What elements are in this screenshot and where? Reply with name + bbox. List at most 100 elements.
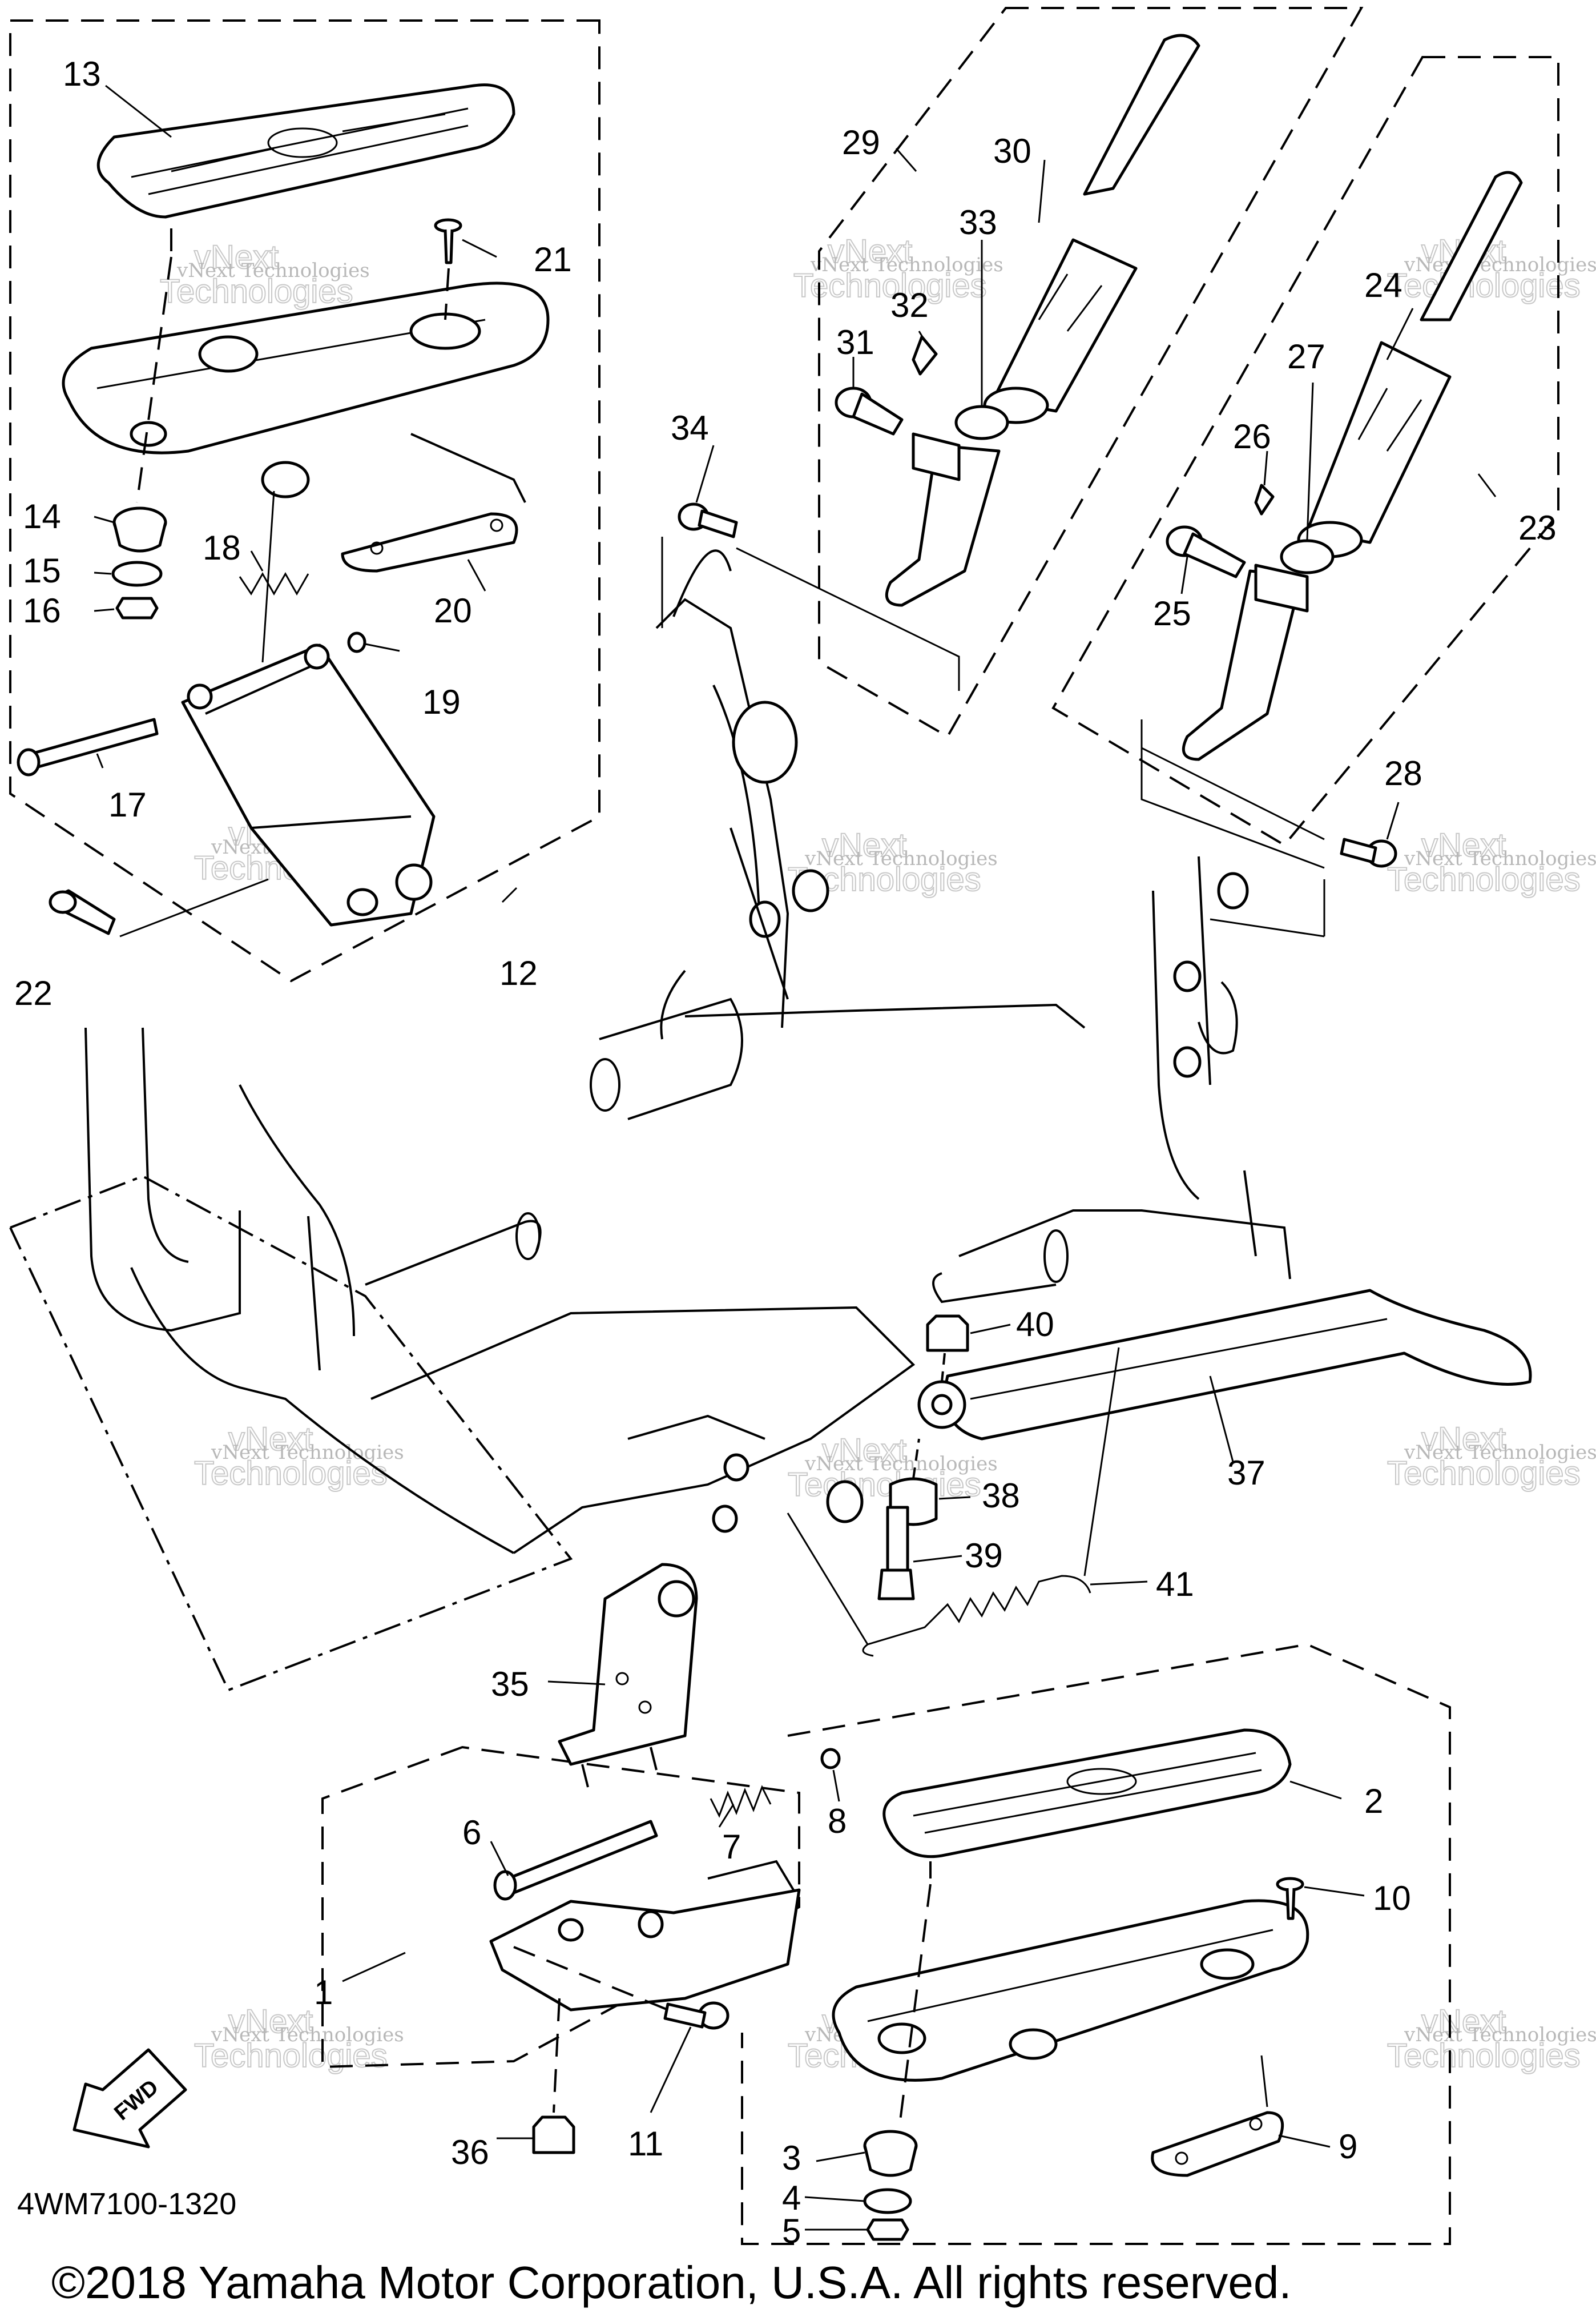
svg-text:vNext Technologies: vNext Technologies (176, 259, 370, 282)
callout-5: 5 (782, 2212, 801, 2250)
svg-text:Technologies: Technologies (1387, 861, 1581, 898)
callout-34: 34 (671, 409, 709, 447)
callout-4: 4 (782, 2179, 801, 2217)
callout-26: 26 (1233, 417, 1271, 456)
leader-21 (444, 268, 450, 320)
callout-14: 14 (23, 497, 61, 536)
part-16-nut (115, 597, 159, 620)
part-6-pin (493, 1820, 658, 1901)
callout-24: 24 (1364, 266, 1402, 304)
svg-text:Technologies: Technologies (1387, 1455, 1581, 1492)
part-26-cotter (1254, 484, 1275, 516)
leader-41 (787, 1347, 1120, 1645)
callout-16: 16 (23, 592, 61, 630)
part-34-bolt (678, 502, 738, 538)
svg-text:vNext Technologies: vNext Technologies (1404, 2024, 1596, 2046)
svg-text:vNext Technologies: vNext Technologies (1404, 847, 1596, 870)
part-24-handle-grip (1297, 171, 1523, 558)
svg-text:Technologies: Technologies (194, 2037, 388, 2074)
copyright-notice: ©2018 Yamaha Motor Corporation, U.S.A. A… (51, 2257, 1292, 2308)
assembly-23-outline (1051, 56, 1559, 847)
svg-text:vNext: vNext (822, 827, 906, 864)
callout-8: 8 (828, 1802, 847, 1840)
callout-32: 32 (890, 286, 929, 324)
part-4-washer (863, 2188, 912, 2214)
lower-bracket (489, 1860, 801, 2012)
part-15-washer (111, 561, 163, 587)
callout-9: 9 (1339, 2127, 1357, 2166)
callout-2: 2 (1364, 1782, 1383, 1820)
svg-text:vNext: vNext (194, 239, 279, 276)
svg-text:Technologies: Technologies (160, 273, 353, 310)
svg-text:vNext Technologies: vNext Technologies (804, 1453, 998, 1475)
leader-38 (912, 1438, 920, 1479)
part-18-spring (239, 490, 309, 663)
leader-11 (513, 1946, 668, 2011)
part-36-nut (532, 2115, 575, 2154)
callout-15: 15 (23, 552, 61, 590)
svg-text:vNext Technologies: vNext Technologies (804, 847, 998, 870)
part-23-lever (1182, 564, 1309, 761)
part-40-nut (926, 1314, 969, 1352)
assembly-29-outline (818, 7, 1364, 738)
callout-30: 30 (993, 132, 1031, 170)
part-33-ring (954, 405, 1009, 440)
leader-28 (1140, 719, 1325, 938)
callout-22: 22 (14, 974, 53, 1012)
leader-36 (553, 1998, 561, 2113)
part-19-clip (347, 631, 366, 653)
part-30-handle-grip (983, 34, 1200, 424)
callout-1: 1 (314, 1973, 333, 2012)
svg-text:vNext Technologies: vNext Technologies (810, 254, 1003, 276)
svg-text:vNext Technologies: vNext Technologies (211, 1441, 404, 1464)
callout-40: 40 (1016, 1305, 1054, 1343)
part-14-damper (112, 506, 167, 553)
part-17-pin (17, 718, 159, 777)
callout-38: 38 (982, 1477, 1020, 1515)
part-3-damper (863, 2130, 918, 2177)
footboard-tray-lower (832, 1899, 1309, 2082)
leader-40 (941, 1353, 946, 1382)
part-41-spring (862, 1575, 1091, 1657)
part-9-plate (1151, 2111, 1284, 2177)
callout-13: 13 (63, 55, 101, 93)
part-25-pin (1166, 525, 1246, 578)
callout-41: 41 (1156, 1565, 1194, 1603)
callout-10: 10 (1373, 1879, 1411, 1917)
watermark: vNext Technologies vNext Technologies (793, 232, 1003, 305)
svg-text:vNext Technologies: vNext Technologies (1404, 254, 1596, 276)
part-22-bolt (49, 889, 116, 935)
callout-7: 7 (722, 1828, 741, 1866)
part-8-clip (820, 1748, 841, 1769)
watermark: vNext Technologies vNext Technologies (194, 1420, 404, 1493)
frame-outline (9, 549, 1291, 1692)
part-32-cotter (912, 335, 938, 376)
svg-text:vNext: vNext (228, 1421, 313, 1458)
callout-35: 35 (491, 1665, 529, 1703)
part-27-ring (1280, 539, 1335, 574)
leader-3 (898, 1884, 932, 2130)
watermark: vNext Technologies vNext Technologies (1387, 2002, 1596, 2075)
part-12-footboard-tray (62, 281, 550, 503)
svg-text:vNext Technologies: vNext Technologies (211, 2024, 404, 2046)
callout-39: 39 (965, 1536, 1003, 1575)
part-35-bracket (558, 1563, 698, 1788)
svg-text:Technologies: Technologies (194, 1455, 388, 1492)
part-31-pin (835, 387, 904, 436)
part-2-footboard-pad (882, 1728, 1292, 1878)
svg-text:Technologies: Technologies (1387, 2037, 1581, 2074)
callout-37: 37 (1227, 1454, 1265, 1492)
part-39-bolt (877, 1506, 915, 1600)
svg-text:vNext: vNext (822, 1432, 906, 1469)
leader-22 (119, 878, 269, 938)
part-13-footboard-pad (96, 83, 515, 251)
svg-text:vNext: vNext (1421, 1421, 1506, 1458)
leader-34 (661, 537, 960, 691)
part-code: 4WM7100-1320 (17, 2187, 236, 2221)
watermark: vNext Technologies vNext Technologies (159, 238, 370, 311)
callout-6: 6 (462, 1813, 481, 1852)
part-21-screw (434, 218, 462, 264)
part-20-plate (341, 512, 518, 573)
svg-text:vNext: vNext (828, 233, 912, 270)
part-10-screw (1276, 1877, 1304, 1920)
